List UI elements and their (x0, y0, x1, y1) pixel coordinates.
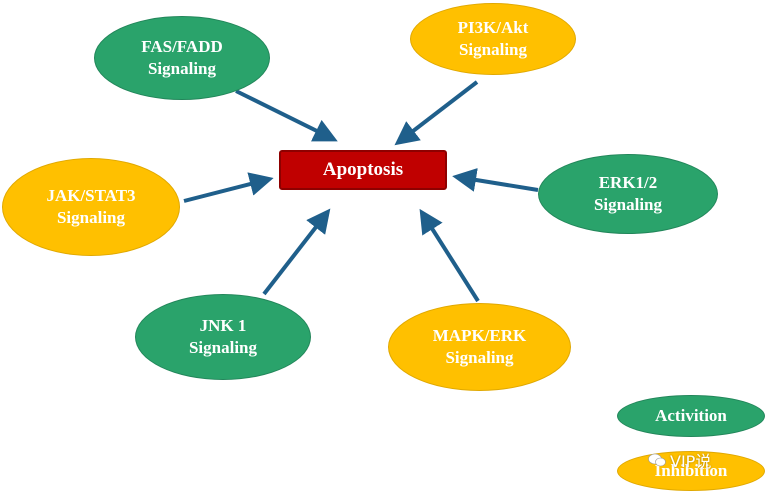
node-subtitle: Signaling (445, 348, 514, 367)
node-jnk1: JNK 1 Signaling (135, 294, 311, 380)
node-subtitle: Signaling (188, 338, 258, 357)
node-title: MAPK/ERK (432, 326, 527, 345)
chat-bubbles-icon (648, 453, 666, 467)
legend-inhibition-label: Inhibition (654, 461, 728, 480)
node-title: FAS/FADD (141, 37, 223, 56)
node-subtitle: Signaling (593, 195, 663, 214)
node-title: JAK/STAT3 (46, 186, 136, 205)
arrow-erk-to-apoptosis (452, 168, 539, 192)
node-title: PI3K/Akt (457, 18, 529, 37)
legend-inhibition: Inhibition (617, 451, 765, 491)
arrow-fas-to-apoptosis (235, 89, 338, 142)
legend-activation-label: Activition (655, 406, 727, 425)
node-mapk-erk: MAPK/ERK Signaling (388, 303, 571, 391)
node-subtitle: Signaling (56, 208, 126, 227)
node-pi3k-akt: PI3K/Akt Signaling (410, 3, 576, 75)
arrow-jak-to-apoptosis (183, 172, 274, 203)
node-title: JNK 1 (199, 316, 247, 335)
arrow-pi3k-to-apoptosis (394, 80, 479, 146)
watermark-text: VIP说 (670, 452, 712, 471)
legend-activation: Activition (617, 395, 765, 437)
watermark: VIP说 (648, 448, 711, 472)
arrow-mapk-to-apoptosis (419, 208, 480, 303)
apoptosis-box: Apoptosis (279, 150, 447, 190)
node-fas-fadd: FAS/FADD Signaling (94, 16, 270, 100)
arrow-jnk-to-apoptosis (262, 208, 331, 296)
apoptosis-label: Apoptosis (322, 159, 404, 180)
node-subtitle: Signaling (147, 59, 217, 78)
node-jak-stat3: JAK/STAT3 Signaling (2, 158, 180, 256)
node-subtitle: Signaling (458, 40, 528, 59)
node-erk1-2: ERK1/2 Signaling (538, 154, 718, 234)
node-title: ERK1/2 (598, 173, 658, 192)
